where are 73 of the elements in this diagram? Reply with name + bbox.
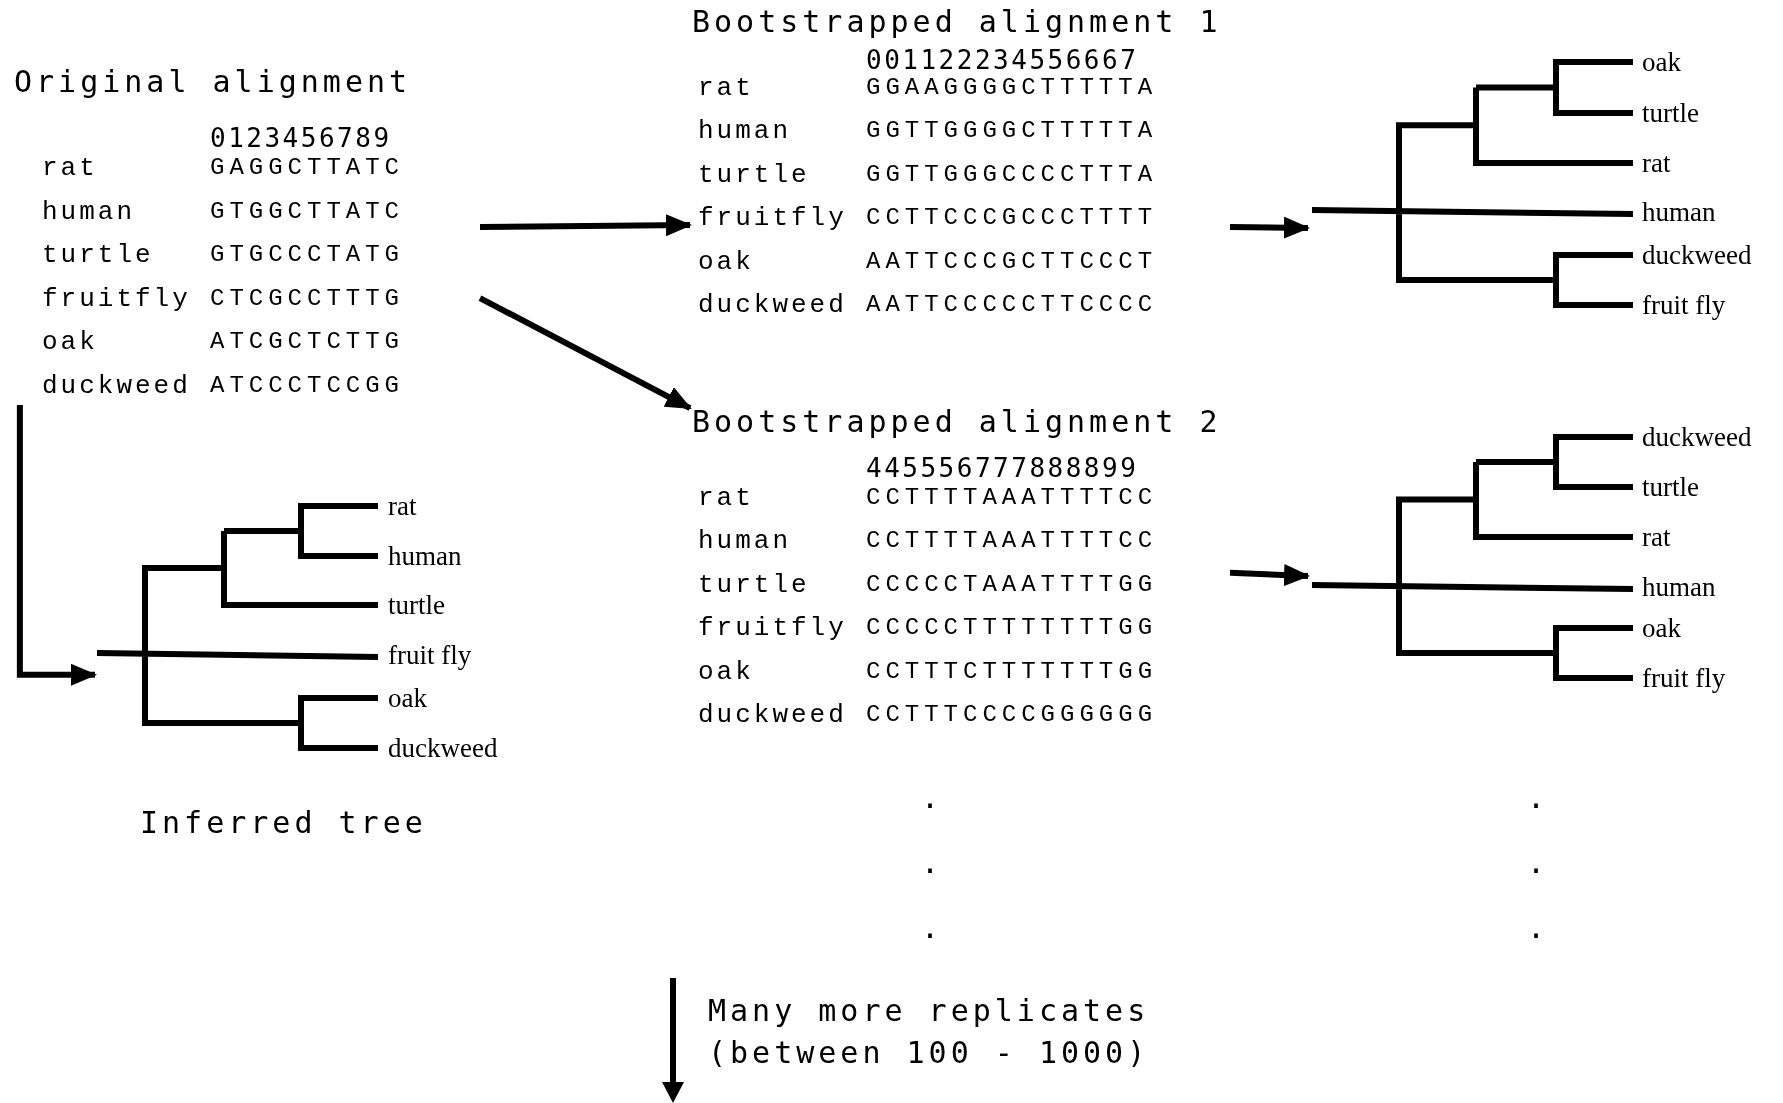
leaf-label: rat — [1642, 522, 1671, 552]
taxon-name: human — [42, 196, 135, 227]
column-index: 001122234556667 — [866, 45, 1139, 75]
ellipsis-dot: . — [921, 780, 944, 816]
sequence: CCTTTTAAATTTTCC — [866, 484, 1158, 512]
ellipsis-dot: . — [921, 910, 944, 946]
arrow — [479, 214, 692, 237]
leaf-label: duckweed — [388, 733, 498, 763]
alignment-heading: Bootstrapped alignment 2 — [692, 404, 1222, 440]
arrow — [1229, 216, 1310, 239]
sequence: CCTTCCCGCCCTTTT — [866, 204, 1158, 233]
leaf-label: oak — [388, 683, 427, 713]
leaf-label: duckweed — [1642, 240, 1752, 270]
leaf-label: oak — [1642, 47, 1681, 77]
leaf-label: human — [1642, 197, 1716, 227]
leaf-label: turtle — [1642, 472, 1699, 502]
tree-caption: Inferred tree — [140, 805, 427, 841]
sequence: GGAAGGGGCTTTTTA — [866, 74, 1158, 102]
leaf-label: turtle — [388, 590, 445, 620]
sequence: CCCCCTAAATTTTGG — [866, 570, 1158, 599]
sequence: ATCCCTCCGG — [210, 371, 405, 400]
sequence: AATTCCCCCTTCCCC — [866, 291, 1158, 319]
sequence: GGTTGGGCCCCTTTA — [866, 160, 1158, 189]
taxon-name: turtle — [698, 569, 810, 600]
column-index: 445556777888899 — [866, 453, 1139, 483]
ellipsis-dot: . — [1527, 910, 1550, 946]
sequence: CCTTTCCCCGGGGGG — [866, 701, 1158, 729]
taxon-name: duckweed — [42, 370, 191, 401]
note-text: Many more replicates (between 100 - 1000) — [708, 992, 1151, 1072]
taxon-name: human — [698, 526, 791, 557]
ellipsis-dot: . — [921, 845, 944, 881]
leaf-label: fruit fly — [1642, 663, 1726, 693]
leaf-label: fruit fly — [388, 640, 472, 670]
taxon-name: oak — [42, 327, 98, 357]
leaf-label: duckweed — [1642, 422, 1752, 452]
taxon-name: turtle — [42, 240, 154, 270]
sequence: GGTTGGGGCTTTTTA — [866, 117, 1158, 146]
leaf-label: fruit fly — [1642, 290, 1726, 320]
leaf-label: rat — [1642, 148, 1671, 178]
leaf-label: oak — [1642, 613, 1681, 643]
alignment-heading: Bootstrapped alignment 1 — [692, 4, 1222, 40]
leaf-label: human — [1642, 572, 1716, 602]
leaf-label: human — [388, 541, 462, 571]
sequence: GTGGCTTATC — [210, 197, 405, 226]
sequence: ATCGCTCTTG — [210, 328, 405, 356]
taxon-name: rat — [698, 73, 754, 103]
sequence: CCTTTCTTTTTTTGG — [866, 657, 1158, 686]
arrow — [1229, 564, 1310, 587]
taxon-name: rat — [698, 483, 754, 513]
taxon-name: fruitfly — [698, 613, 847, 644]
sequence: CTCGCCTTTG — [210, 284, 405, 313]
taxon-name: duckweed — [698, 290, 847, 320]
taxon-name: turtle — [698, 159, 810, 190]
arrow — [478, 295, 692, 411]
taxon-name: human — [698, 116, 791, 147]
leaf-label: turtle — [1642, 98, 1699, 128]
taxon-name: fruitfly — [698, 203, 847, 234]
sequence: AATTCCCGCTTCCCT — [866, 247, 1158, 276]
sequence: CCTTTTAAATTTTCC — [866, 527, 1158, 556]
taxon-name: fruitfly — [42, 283, 191, 314]
alignment-heading: Original alignment — [14, 64, 412, 100]
sequence: GTGCCCTATG — [210, 241, 405, 269]
ellipsis-dot: . — [1527, 845, 1550, 881]
taxon-name: oak — [698, 656, 754, 687]
leaf-label: rat — [388, 491, 417, 521]
sequence: CCCCCTTTTTTTTGG — [866, 614, 1158, 643]
taxon-name: duckweed — [698, 700, 847, 730]
sequence: GAGGCTTATC — [210, 154, 405, 182]
arrow — [16, 405, 97, 686]
taxon-name: rat — [42, 153, 98, 183]
taxon-name: oak — [698, 246, 754, 277]
column-index: 0123456789 — [210, 123, 392, 153]
ellipsis-dot: . — [1527, 780, 1550, 816]
